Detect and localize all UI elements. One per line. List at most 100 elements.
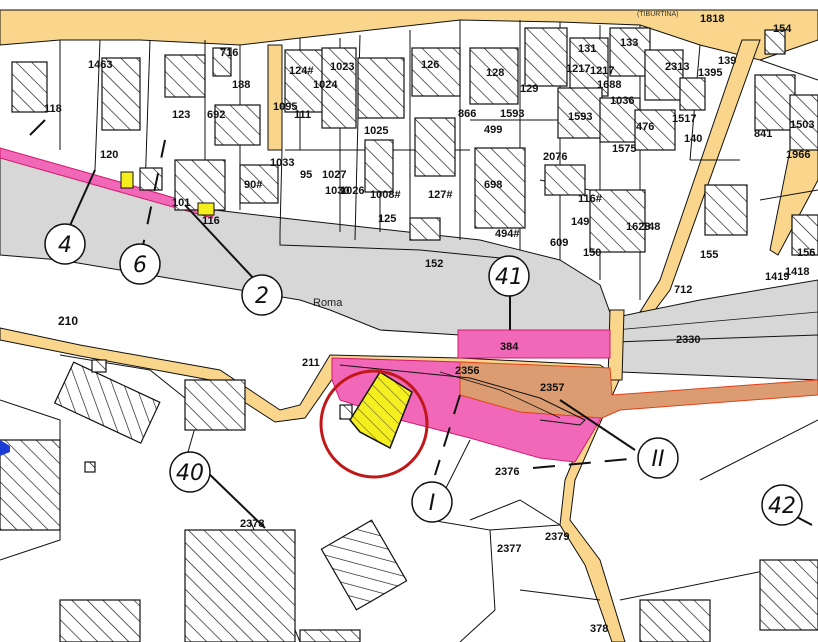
blue-edge-marker xyxy=(0,440,10,456)
street-top-edge xyxy=(279,232,501,259)
svg-text:118: 118 xyxy=(44,103,62,115)
circle-label-42: 42 xyxy=(761,484,803,526)
svg-text:378: 378 xyxy=(590,623,608,635)
svg-text:140: 140 xyxy=(684,133,702,145)
circle-label-2: 2 xyxy=(241,274,283,316)
svg-text:210: 210 xyxy=(58,314,78,328)
svg-text:712: 712 xyxy=(674,284,692,296)
svg-text:1036: 1036 xyxy=(610,95,634,107)
pink-parcel-384[interactable] xyxy=(457,329,611,359)
svg-text:1419: 1419 xyxy=(765,271,789,283)
svg-text:155: 155 xyxy=(700,249,718,261)
svg-text:95: 95 xyxy=(300,169,312,181)
svg-text:40: 40 xyxy=(176,461,204,486)
svg-text:1025: 1025 xyxy=(364,125,388,137)
svg-text:I: I xyxy=(429,491,436,516)
svg-text:866: 866 xyxy=(458,108,476,120)
svg-text:188: 188 xyxy=(232,79,250,91)
svg-text:1818: 1818 xyxy=(700,13,724,25)
svg-text:2357: 2357 xyxy=(540,382,564,394)
svg-text:123: 123 xyxy=(172,109,190,121)
svg-text:1503: 1503 xyxy=(790,119,814,131)
svg-text:154: 154 xyxy=(773,23,792,35)
svg-text:692: 692 xyxy=(207,109,225,121)
svg-text:2076: 2076 xyxy=(543,151,567,163)
svg-text:1628: 1628 xyxy=(626,221,650,233)
svg-text:2376: 2376 xyxy=(495,466,519,478)
top-road xyxy=(0,9,818,61)
circle-label-6: 6 xyxy=(119,243,161,285)
circle-label-41: 41 xyxy=(488,255,530,297)
svg-text:1418: 1418 xyxy=(785,266,809,278)
circle-label-i: I xyxy=(411,481,453,523)
street-label-roma: Roma xyxy=(313,297,343,309)
lower-road xyxy=(0,327,626,642)
track-line-2 xyxy=(439,371,561,419)
svg-text:476: 476 xyxy=(636,121,654,133)
svg-text:2379: 2379 xyxy=(545,531,569,543)
pink-strip-left xyxy=(0,147,216,219)
svg-text:149: 149 xyxy=(571,216,589,228)
svg-text:131: 131 xyxy=(578,43,596,55)
svg-text:139: 139 xyxy=(718,55,736,67)
svg-text:90#: 90# xyxy=(244,179,262,191)
buildings-bottom xyxy=(0,359,818,642)
svg-text:1593: 1593 xyxy=(500,108,524,120)
svg-text:1217: 1217 xyxy=(590,65,614,77)
svg-text:1688: 1688 xyxy=(597,79,621,91)
svg-text:698: 698 xyxy=(484,179,502,191)
yellow-parcel-small-2[interactable] xyxy=(197,202,215,216)
highlight-ring[interactable] xyxy=(319,369,429,479)
svg-text:II: II xyxy=(652,447,665,472)
svg-text:1966: 1966 xyxy=(786,149,810,161)
circle-label-ii: II xyxy=(637,437,679,479)
svg-text:116#: 116# xyxy=(578,193,602,205)
svg-text:1095: 1095 xyxy=(273,101,297,113)
svg-text:148: 148 xyxy=(642,221,660,233)
circle-label-4: 4 xyxy=(44,223,86,265)
svg-text:128: 128 xyxy=(486,67,504,79)
svg-text:2313: 2313 xyxy=(665,61,689,73)
brown-area xyxy=(459,361,818,419)
svg-text:133: 133 xyxy=(620,37,638,49)
svg-text:127#: 127# xyxy=(428,189,452,201)
svg-text:1463: 1463 xyxy=(88,59,112,71)
svg-text:1008#: 1008# xyxy=(370,189,401,201)
svg-text:2377: 2377 xyxy=(497,543,521,555)
svg-text:152: 152 xyxy=(425,258,443,270)
yellow-parcel-small-1[interactable] xyxy=(120,171,134,189)
svg-text:1517: 1517 xyxy=(672,113,696,125)
svg-text:4: 4 xyxy=(58,233,72,258)
svg-text:116: 116 xyxy=(202,215,220,227)
svg-text:384: 384 xyxy=(500,341,519,353)
svg-text:129: 129 xyxy=(520,83,538,95)
svg-text:2378: 2378 xyxy=(240,518,264,530)
svg-text:1593: 1593 xyxy=(568,111,592,123)
svg-text:1033: 1033 xyxy=(270,157,294,169)
svg-text:41: 41 xyxy=(495,265,523,290)
svg-text:2: 2 xyxy=(255,284,269,309)
svg-text:716: 716 xyxy=(220,47,238,59)
svg-text:494#: 494# xyxy=(495,228,519,240)
svg-text:1217: 1217 xyxy=(566,63,590,75)
svg-text:111: 111 xyxy=(294,109,311,121)
small-vertical-road xyxy=(267,44,283,151)
svg-text:1575: 1575 xyxy=(612,143,636,155)
svg-text:156: 156 xyxy=(797,247,815,259)
svg-text:6: 6 xyxy=(133,253,147,278)
parcel-numbers: 1463 118 716 188 123 692 124# 1023 1024 … xyxy=(44,13,815,635)
svg-text:126: 126 xyxy=(421,59,439,71)
svg-text:1024: 1024 xyxy=(313,79,338,91)
svg-text:499: 499 xyxy=(484,124,502,136)
svg-text:120: 120 xyxy=(100,149,118,161)
street-inner-line xyxy=(614,334,818,343)
circle-labels: 4 6 2 41 40 I II 42 xyxy=(44,223,803,526)
highlighted-building[interactable] xyxy=(349,370,413,450)
svg-text:42: 42 xyxy=(768,494,796,519)
svg-text:609: 609 xyxy=(550,237,568,249)
svg-text:1023: 1023 xyxy=(330,61,354,73)
svg-text:1030: 1030 xyxy=(325,185,349,197)
svg-text:1027: 1027 xyxy=(322,169,346,181)
svg-text:841: 841 xyxy=(754,128,772,140)
